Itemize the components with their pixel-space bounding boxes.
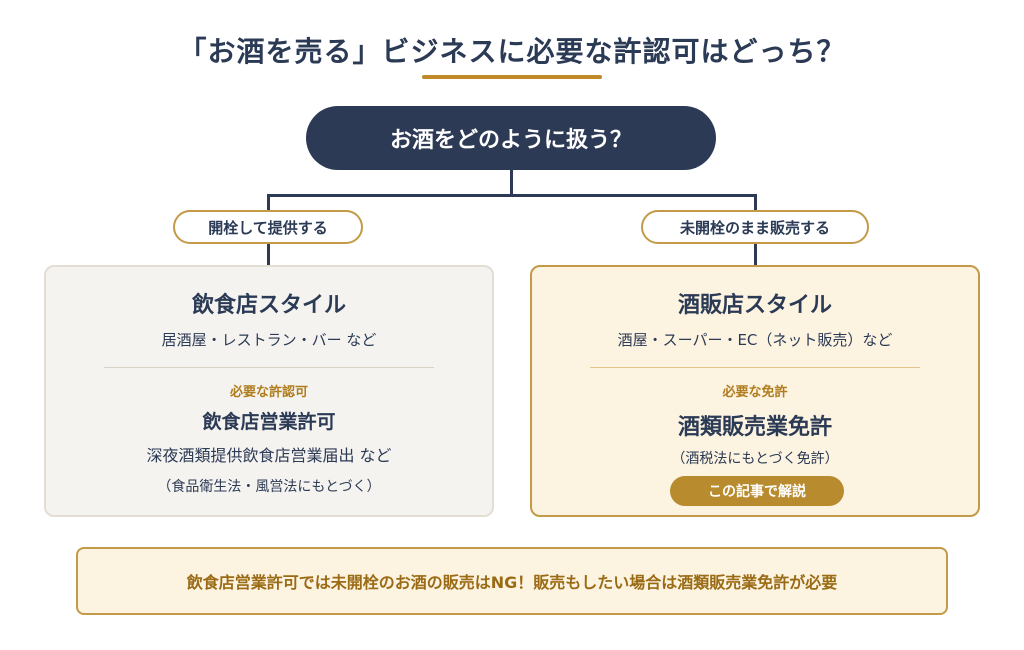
connector-horizontal <box>267 194 757 197</box>
card-title: 酒販店スタイル <box>677 293 832 318</box>
root-question-pill: お酒をどのように扱う？ <box>306 106 716 170</box>
connector-right-to-card <box>754 244 757 266</box>
card-examples: 酒屋・スーパー・EC（ネット販売）など <box>617 331 893 349</box>
card-title: 飲食店スタイル <box>191 293 346 318</box>
permit-extra: 深夜酒類提供飲食店営業届出 など <box>146 446 392 465</box>
card-divider <box>104 367 434 368</box>
legal-basis-note: （食品衛生法・風営法にもとづく） <box>157 479 381 495</box>
card-examples: 居酒屋・レストラン・バー など <box>161 331 377 349</box>
permit-name: 飲食店営業許可 <box>202 411 336 433</box>
section-label: 必要な免許 <box>722 385 788 400</box>
branch-label-open: 開栓して提供する <box>173 210 363 244</box>
connector-root-down <box>510 170 513 195</box>
connector-left-down <box>267 194 270 210</box>
title-underline <box>422 75 602 79</box>
page-title: 「お酒を売る」ビジネスに必要な許認可はどっち？ <box>178 35 846 68</box>
read-article-button[interactable]: この記事で解説 <box>670 476 844 506</box>
liquor-store-style-card: 酒販店スタイル 酒屋・スーパー・EC（ネット販売）など 必要な免許 酒類販売業免… <box>530 265 980 517</box>
license-name: 酒類販売業免許 <box>677 415 832 440</box>
card-divider <box>590 367 920 368</box>
connector-left-to-card <box>267 244 270 266</box>
notice-banner: 飲食店営業許可では未開栓のお酒の販売はNG！販売もしたい場合は酒類販売業免許が必… <box>76 547 948 615</box>
connector-right-down <box>754 194 757 210</box>
legal-basis-note: （酒税法にもとづく免許） <box>671 451 839 467</box>
section-label: 必要な許認可 <box>229 385 308 400</box>
restaurant-style-card: 飲食店スタイル 居酒屋・レストラン・バー など 必要な許認可 飲食店営業許可 深… <box>44 265 494 517</box>
branch-label-unopened: 未開栓のまま販売する <box>641 210 869 244</box>
